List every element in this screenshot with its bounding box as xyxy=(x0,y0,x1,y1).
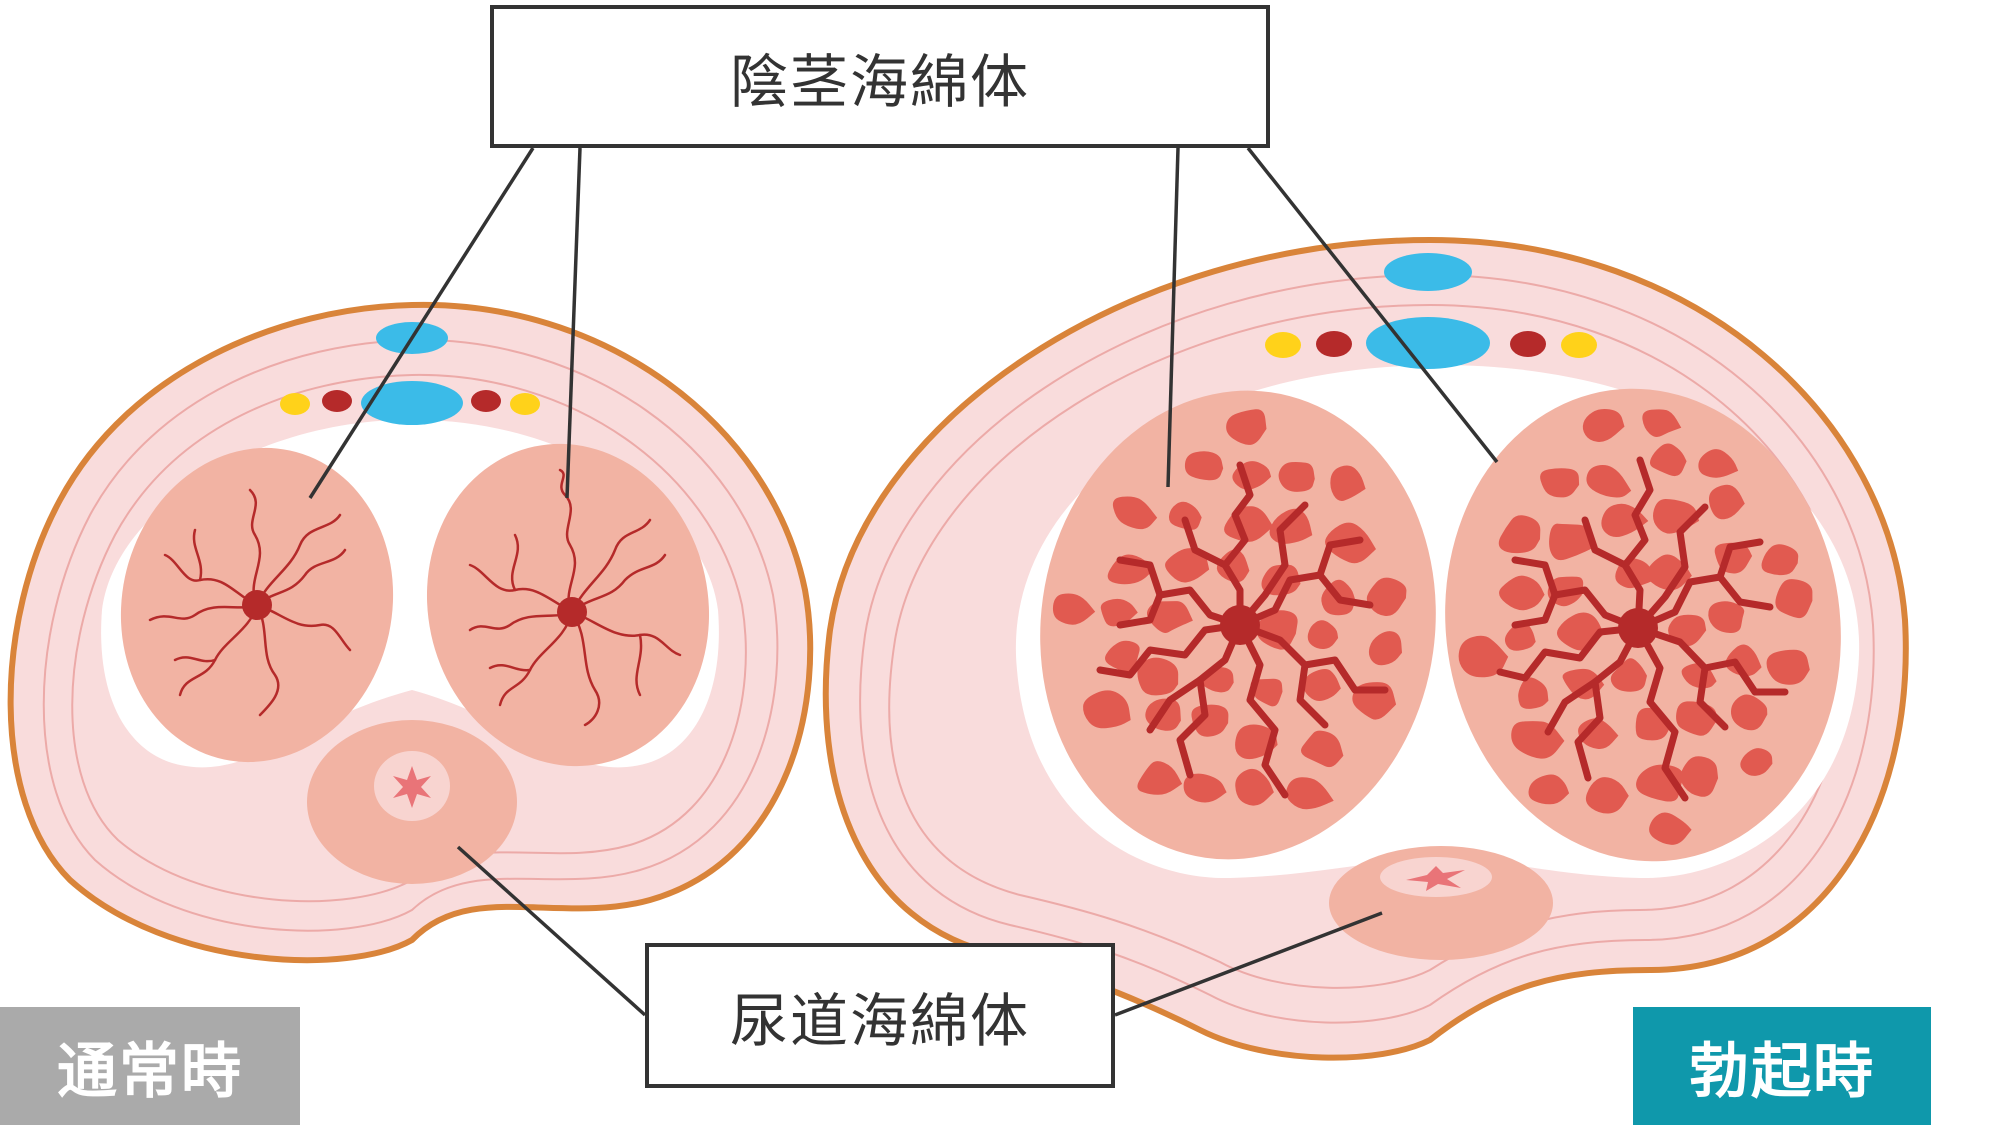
label-corpus-cavernosum: 陰茎海綿体 xyxy=(490,5,1270,148)
blood-space xyxy=(1286,777,1334,810)
normal-helicine-arteries-right xyxy=(468,468,682,727)
normal-dorsal-artery-right xyxy=(471,390,501,412)
blood-space xyxy=(1330,465,1366,501)
erect-dorsal-artery-left xyxy=(1316,331,1352,357)
blood-space xyxy=(1775,579,1813,619)
normal-dorsal-artery-left xyxy=(322,390,352,412)
erect-helicine-arteries-right xyxy=(1496,456,1789,802)
state-tag-normal: 通常時 xyxy=(0,1007,300,1125)
blood-space xyxy=(1504,621,1536,651)
erect-cross-section xyxy=(822,236,1909,1061)
blood-space xyxy=(1083,690,1131,729)
erect-deep-dorsal-vein xyxy=(1366,317,1490,369)
blood-space xyxy=(1146,601,1193,633)
blood-space xyxy=(1708,601,1745,633)
state-tag-erect: 勃起時 xyxy=(1633,1007,1931,1125)
erect-fascia-line xyxy=(859,273,1875,1024)
blood-space xyxy=(1680,756,1719,797)
blood-space xyxy=(1137,657,1179,696)
normal-dorsal-nerve-left xyxy=(280,393,310,415)
blood-space xyxy=(1112,496,1158,530)
blood-space xyxy=(1303,669,1341,702)
leader-line-cc-normal-right xyxy=(565,147,582,499)
blood-space xyxy=(1165,548,1210,583)
blood-space xyxy=(1649,443,1687,477)
blood-space xyxy=(1725,644,1762,677)
blood-space xyxy=(1105,640,1140,673)
blood-space xyxy=(1708,484,1745,520)
blood-space xyxy=(1307,620,1339,650)
blood-space xyxy=(1582,408,1625,442)
erect-dorsal-artery-right xyxy=(1510,331,1546,357)
normal-deep-dorsal-vein xyxy=(361,381,463,425)
blood-space xyxy=(1730,694,1768,731)
blood-space xyxy=(1766,649,1810,685)
blood-space xyxy=(1585,777,1629,814)
leader-line-cc-erect-left xyxy=(1166,147,1180,488)
blood-space xyxy=(1458,635,1509,678)
blood-space xyxy=(1518,677,1549,709)
blood-space xyxy=(1256,610,1298,650)
blood-space xyxy=(1100,598,1138,627)
normal-cavernous-artery-right xyxy=(557,597,587,627)
erect-helicine-arteries-left xyxy=(1096,461,1389,799)
erect-urethra-star-icon xyxy=(1406,866,1465,891)
blood-space xyxy=(1368,631,1402,666)
normal-urethra-star-icon xyxy=(393,766,431,808)
leader-line-cc-normal-left xyxy=(308,147,535,499)
blood-space xyxy=(1278,461,1315,492)
blood-space xyxy=(1740,748,1773,776)
normal-helicine-arteries-left xyxy=(148,488,352,717)
blood-space xyxy=(1528,774,1570,805)
blood-space xyxy=(1226,409,1267,445)
leader-line-cs-normal xyxy=(456,845,647,1017)
blood-space xyxy=(1498,515,1541,554)
blood-space xyxy=(1649,812,1692,845)
blood-space xyxy=(1698,449,1739,478)
blood-space xyxy=(1549,523,1594,561)
leader-line-cc-erect-right xyxy=(1246,146,1499,464)
blood-space xyxy=(1183,773,1227,803)
normal-dorsal-nerve-right xyxy=(510,393,540,415)
blood-space xyxy=(1540,468,1580,498)
blood-space xyxy=(1168,501,1202,530)
blood-space xyxy=(1366,577,1407,617)
erect-superficial-dorsal-vein xyxy=(1384,253,1472,291)
erect-cavernous-artery-right xyxy=(1618,608,1658,648)
leader-line-cs-erect xyxy=(1114,911,1383,1017)
blood-space xyxy=(1184,451,1224,481)
blood-space xyxy=(1761,544,1799,576)
label-corpus-spongiosum: 尿道海綿体 xyxy=(645,943,1115,1088)
blood-space xyxy=(1235,768,1274,806)
blood-space xyxy=(1216,549,1250,583)
blood-space xyxy=(1499,575,1545,611)
blood-space xyxy=(1646,554,1692,591)
erect-cavernous-artery-left xyxy=(1220,605,1260,645)
blood-space xyxy=(1137,761,1183,795)
erect-dorsal-nerve-left xyxy=(1265,332,1301,358)
blood-space xyxy=(1191,704,1229,737)
erect-dorsal-nerve-right xyxy=(1561,332,1597,358)
erect-blood-spaces-left xyxy=(1052,409,1407,810)
blood-space xyxy=(1052,593,1096,625)
blood-space xyxy=(1586,465,1632,498)
leader-lines xyxy=(308,146,1499,1017)
blood-space xyxy=(1250,678,1283,707)
normal-cavernous-artery-left xyxy=(242,590,272,620)
normal-cross-section xyxy=(7,301,814,964)
blood-space xyxy=(1300,730,1344,768)
normal-fascia-line xyxy=(42,338,779,932)
blood-space xyxy=(1642,409,1682,437)
